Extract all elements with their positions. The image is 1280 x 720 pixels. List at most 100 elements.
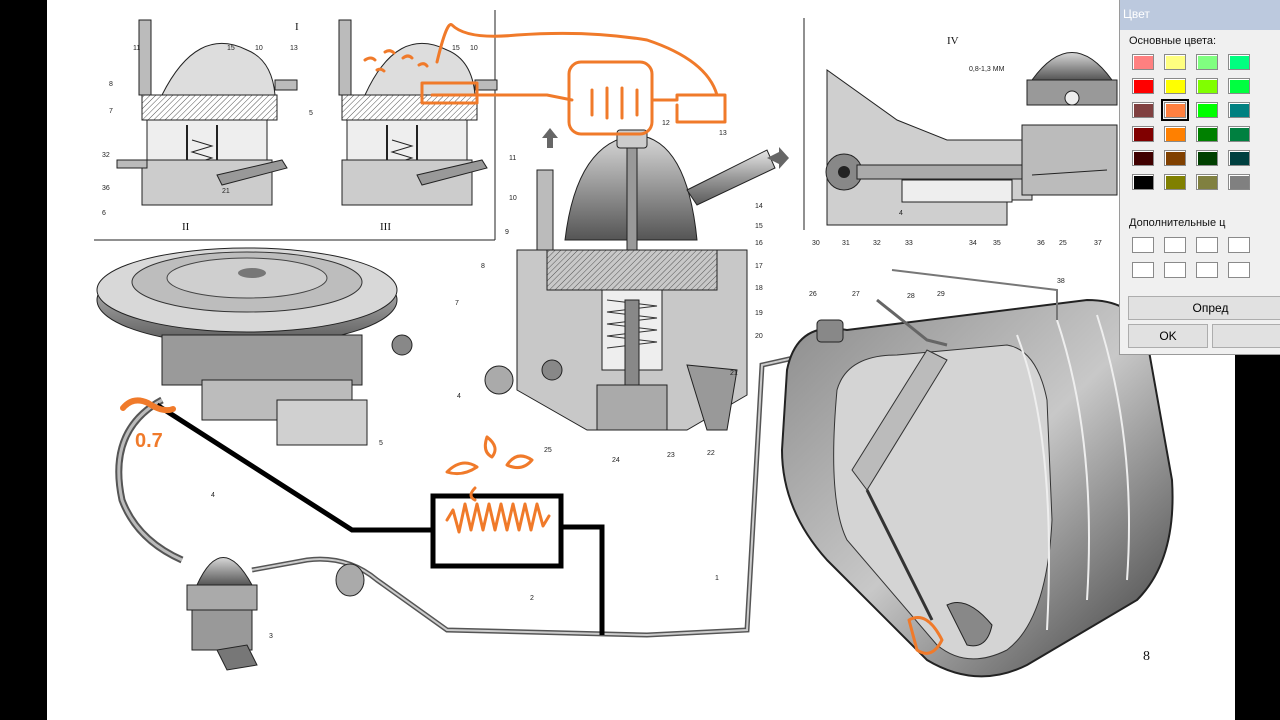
cancel-button[interactable] (1212, 324, 1280, 348)
svg-text:5: 5 (309, 110, 313, 117)
define-custom-colors-button[interactable]: Опред (1128, 296, 1280, 320)
basic-color-swatch[interactable] (1196, 78, 1218, 94)
basic-color-swatch[interactable] (1228, 102, 1250, 118)
svg-text:13: 13 (290, 45, 298, 52)
panel-label-I: I (295, 21, 299, 33)
svg-text:7: 7 (109, 108, 113, 115)
basic-color-swatch[interactable] (1196, 150, 1218, 166)
panel-III-callouts: 15 10 5 (309, 45, 478, 117)
pump-cutaway-III (338, 19, 498, 206)
svg-text:25: 25 (544, 447, 552, 454)
svg-text:32: 32 (873, 240, 881, 247)
basic-color-swatch[interactable] (1196, 174, 1218, 190)
mechanical-fuel-pump: 3 (186, 557, 273, 671)
basic-color-swatch[interactable] (1164, 78, 1186, 94)
fuel-pump-cutaway: 11 12 13 10 14 9 15 16 8 17 18 7 19 20 4… (455, 120, 789, 464)
basic-color-swatch[interactable] (1196, 102, 1218, 118)
panel-IV-callouts: 30 31 32 33 34 35 36 25 37 4 (812, 210, 1102, 247)
basic-colors-label: Основные цвета: (1129, 35, 1217, 47)
panel-label-IV: IV (947, 35, 959, 47)
svg-text:23: 23 (667, 452, 675, 459)
svg-text:37: 37 (1094, 240, 1102, 247)
custom-swatch[interactable] (1132, 237, 1154, 253)
orange-route-line (435, 22, 719, 97)
line-callout-4: 4 (211, 492, 215, 499)
svg-text:13: 13 (719, 130, 727, 137)
basic-color-swatch[interactable] (1228, 78, 1250, 94)
svg-text:10: 10 (470, 45, 478, 52)
basic-color-swatch[interactable] (1228, 150, 1250, 166)
basic-color-swatch[interactable] (1164, 126, 1186, 142)
custom-colors-label: Дополнительные ц (1129, 217, 1226, 229)
fuel-system-diagram: I II III 11 15 10 13 8 7 32 36 6 21 15 1… (94, 10, 1174, 678)
svg-text:9: 9 (505, 229, 509, 236)
svg-text:31: 31 (842, 240, 850, 247)
svg-text:7: 7 (455, 300, 459, 307)
basic-color-swatch[interactable] (1228, 126, 1250, 142)
dialog-title-bar[interactable]: Цвет (1120, 0, 1280, 30)
basic-color-swatch[interactable] (1196, 54, 1218, 70)
svg-text:28: 28 (907, 293, 915, 300)
svg-text:33: 33 (905, 240, 913, 247)
orange-intake-marker (907, 616, 944, 655)
basic-color-swatch[interactable] (1164, 54, 1186, 70)
inset-cutaway-panels: I II III 11 15 10 13 8 7 32 36 6 21 15 1… (94, 10, 498, 241)
basic-color-swatch[interactable] (1132, 102, 1154, 118)
svg-text:38: 38 (1057, 278, 1065, 285)
panel-IV-drive-mechanism: IV 0,8-1,3 ММ 30 31 32 33 34 35 36 25 37… (803, 18, 1118, 247)
diagram-canvas[interactable]: I II III 11 15 10 13 8 7 32 36 6 21 15 1… (47, 0, 1235, 720)
basic-color-swatch[interactable] (1164, 150, 1186, 166)
panel-label-II: II (182, 221, 190, 233)
panel-I-callouts: 11 15 10 13 8 7 32 36 6 21 (102, 45, 298, 217)
basic-color-swatch[interactable] (1132, 126, 1154, 142)
svg-text:18: 18 (755, 285, 763, 292)
orange-filter-sketch (567, 60, 654, 136)
basic-color-swatch[interactable] (1196, 126, 1218, 142)
panel-label-III: III (380, 221, 391, 233)
custom-swatch[interactable] (1164, 237, 1186, 253)
custom-swatch[interactable] (1164, 262, 1186, 278)
basic-color-swatch[interactable] (1164, 174, 1186, 190)
svg-text:6: 6 (102, 210, 106, 217)
basic-color-swatch[interactable] (1132, 54, 1154, 70)
svg-text:29: 29 (937, 291, 945, 298)
pump-cutaway-I (116, 19, 298, 206)
svg-text:11: 11 (133, 45, 140, 52)
svg-text:15: 15 (452, 45, 460, 52)
basic-color-swatch[interactable] (1132, 78, 1154, 94)
custom-swatch[interactable] (1228, 262, 1250, 278)
svg-text:36: 36 (102, 185, 110, 192)
fuel-tank: 26 27 28 29 38 (780, 269, 1174, 678)
pump-callout-3: 3 (269, 633, 273, 640)
basic-color-swatch[interactable] (1228, 54, 1250, 70)
line-callout-1: 1 (715, 575, 719, 582)
color-dialog[interactable]: Цвет Основные цвета: Дополнительные ц Оп… (1119, 0, 1280, 355)
basic-color-swatch[interactable] (1132, 174, 1154, 190)
basic-color-swatch[interactable] (1132, 150, 1154, 166)
page-number: 8 (1143, 649, 1150, 664)
ok-button[interactable]: OK (1128, 324, 1208, 348)
jet-size-annotation: 0.7 (135, 430, 163, 452)
svg-text:21: 21 (222, 188, 230, 195)
custom-swatch[interactable] (1196, 262, 1218, 278)
custom-swatch[interactable] (1132, 262, 1154, 278)
svg-text:15: 15 (227, 45, 235, 52)
svg-text:35: 35 (993, 240, 1001, 247)
line-callout-2: 2 (530, 595, 534, 602)
screen-border (1235, 355, 1280, 720)
orange-outlet-line (430, 93, 574, 102)
svg-text:17: 17 (755, 263, 763, 270)
carburetor-air-filter: 5 (96, 247, 413, 447)
tank-callouts: 26 27 28 29 38 (809, 278, 1065, 300)
custom-swatch[interactable] (1196, 237, 1218, 253)
svg-text:15: 15 (755, 223, 763, 230)
svg-text:10: 10 (255, 45, 263, 52)
svg-text:26: 26 (809, 291, 817, 298)
svg-text:25: 25 (1059, 240, 1067, 247)
basic-color-swatch[interactable] (1161, 99, 1189, 121)
svg-text:30: 30 (812, 240, 820, 247)
basic-color-swatch[interactable] (1228, 174, 1250, 190)
custom-swatch[interactable] (1228, 237, 1250, 253)
orange-annotations (120, 22, 944, 655)
svg-text:36: 36 (1037, 240, 1045, 247)
